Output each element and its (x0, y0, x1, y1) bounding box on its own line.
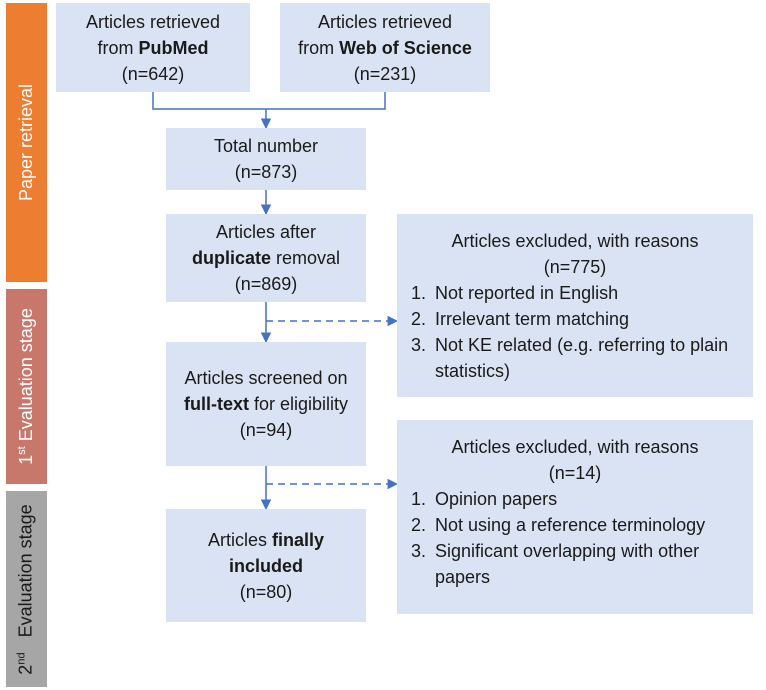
box-total-count: (n=873) (234, 162, 298, 182)
box-wos-count: (n=231) (353, 63, 417, 84)
box-screened-line1: Articles screened on (184, 368, 348, 388)
box-total-number: Total number (n=873) (166, 128, 366, 190)
list-item: 1.Opinion papers (411, 489, 558, 509)
box-pubmed-line2: from PubMed (97, 37, 209, 58)
stage-paper-retrieval: Paper retrieval (6, 3, 47, 282)
box-included-line1: Articles finally (207, 529, 325, 550)
box-pubmed-count: (n=642) (121, 63, 185, 84)
box-included-line2: included (228, 555, 303, 576)
box-excluded-second: Articles excluded, with reasons (n=14) 1… (397, 420, 753, 614)
box-total-line1: Total number (213, 136, 319, 156)
stage-second-evaluation: 2nd Evaluation stage (6, 491, 47, 687)
box-pubmed: Articles retrieved from PubMed (n=642) (56, 3, 250, 92)
list-item: 3.Significant overlapping with other pap… (411, 541, 700, 587)
stage-first-evaluation: 1st Evaluation stage (6, 289, 47, 484)
box-dedup-line2: duplicate removal (191, 248, 341, 268)
box-wos-line2: from Web of Science (298, 37, 472, 58)
excluded1-count: (n=775) (543, 257, 607, 277)
box-dedup-count: (n=869) (234, 274, 298, 294)
excluded2-reasons: 1.Opinion papers 2.Not using a reference… (411, 486, 739, 590)
excluded1-reasons: 1.Not reported in English 2.Irrelevant t… (411, 280, 739, 384)
box-pubmed-line1: Articles retrieved (85, 11, 221, 32)
list-item: 2.Not using a reference terminology (411, 515, 706, 535)
box-finally-included: Articles finally included (n=80) (166, 509, 366, 622)
box-web-of-science: Articles retrieved from Web of Science (… (280, 3, 490, 92)
box-screened-line2: full-text for eligibility (183, 394, 349, 414)
connector-pubmed-wos (152, 92, 386, 110)
list-item: 2.Irrelevant term matching (411, 309, 630, 329)
list-item: 3.Not KE related (e.g. referring to plai… (411, 335, 729, 381)
excluded2-title: Articles excluded, with reasons (451, 437, 699, 457)
box-included-count: (n=80) (239, 581, 293, 602)
box-excluded-first: Articles excluded, with reasons (n=775) … (397, 214, 753, 397)
box-full-text-screened: Articles screened on full-text for eligi… (166, 342, 366, 466)
box-dedup-line1: Articles after (215, 222, 317, 242)
box-wos-line1: Articles retrieved (317, 11, 453, 32)
excluded2-count: (n=14) (548, 463, 602, 483)
excluded1-title: Articles excluded, with reasons (451, 231, 699, 251)
list-item: 1.Not reported in English (411, 283, 619, 303)
box-screened-count: (n=94) (239, 420, 293, 440)
box-after-duplicate-removal: Articles after duplicate removal (n=869) (166, 214, 366, 302)
